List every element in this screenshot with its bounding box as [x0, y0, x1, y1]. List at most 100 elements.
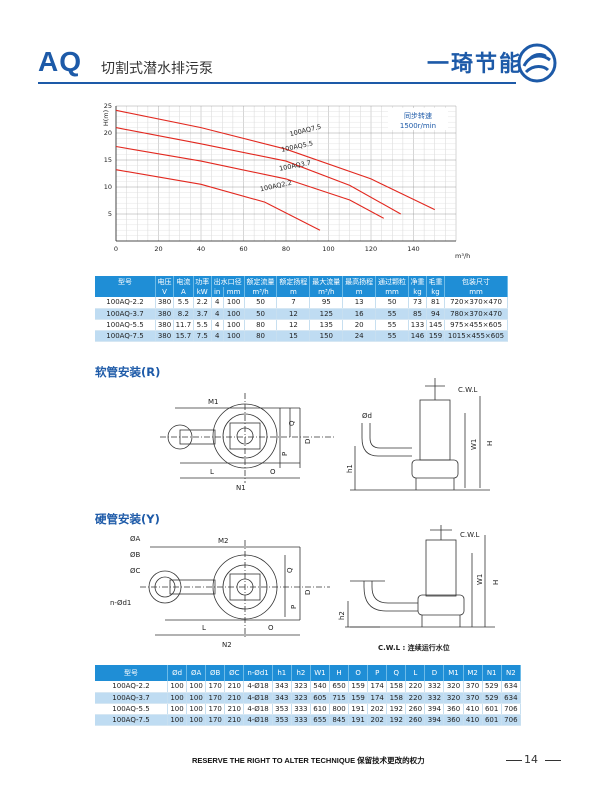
- col-header: M2: [463, 665, 483, 681]
- table-cell: 158: [386, 681, 407, 693]
- table-cell: 174: [367, 692, 388, 704]
- table-cell: 202: [367, 714, 388, 726]
- dimension-label: O: [268, 624, 274, 632]
- unit-header: V: [155, 287, 175, 297]
- table-cell: 146: [408, 330, 428, 342]
- y-tick-label: 5: [108, 210, 112, 218]
- dimension-label: h1: [346, 464, 354, 473]
- table-cell: 7.5: [193, 330, 212, 342]
- table-cell: 220: [405, 681, 426, 693]
- table-cell: 133: [408, 319, 428, 331]
- table-cell: 380: [155, 330, 175, 342]
- table-cell: 540: [310, 681, 331, 693]
- table-cell: 394: [424, 703, 445, 715]
- col-header: 毛重: [426, 276, 446, 287]
- col-header: 额定流量: [244, 276, 278, 287]
- series-line: [115, 109, 435, 211]
- table-cell: 975×455×605: [444, 319, 508, 331]
- table-cell: 845: [329, 714, 350, 726]
- table-cell: 380: [155, 308, 175, 320]
- table-cell: 601: [482, 714, 502, 726]
- table-cell: 13: [342, 297, 377, 309]
- table-cell: 135: [309, 319, 344, 331]
- table-cell: 370: [463, 681, 483, 693]
- section-title-r: 软管安装(R): [95, 365, 161, 379]
- table-cell: 81: [426, 297, 446, 309]
- table-cell: 210: [224, 692, 245, 704]
- table-cell: 170: [205, 681, 226, 693]
- series-line: [115, 169, 321, 231]
- dimension-label: ØB: [130, 551, 141, 559]
- dimension-label: W1: [470, 439, 478, 450]
- table-cell: 100AQ-5.5: [95, 319, 156, 331]
- table-cell: 394: [424, 714, 445, 726]
- cwl-note: C.W.L : 连续运行水位: [378, 643, 450, 652]
- header-code: AQ: [38, 46, 82, 77]
- table-cell: 360: [443, 714, 464, 726]
- dimension-label: H: [492, 580, 500, 585]
- table-cell: 73: [408, 297, 428, 309]
- unit-header: mm: [375, 287, 409, 297]
- table-cell: 4: [211, 308, 224, 320]
- x-tick-label: 120: [365, 245, 377, 253]
- table-cell: 715: [329, 692, 350, 704]
- table-cell: 159: [348, 681, 369, 693]
- table-cell: 8.2: [173, 308, 194, 320]
- section-title-y: 硬管安装(Y): [95, 512, 160, 526]
- table-cell: 50: [244, 297, 278, 309]
- col-header: 功率: [193, 276, 212, 287]
- table-cell: 332: [424, 681, 445, 693]
- table-cell: 4-Ø18: [243, 714, 273, 726]
- dimension-label: N2: [222, 641, 232, 649]
- table-cell: 410: [463, 703, 483, 715]
- series-line: [115, 145, 385, 219]
- table-cell: 655: [310, 714, 331, 726]
- table-cell: 634: [501, 681, 522, 693]
- table-cell: 706: [501, 703, 522, 715]
- col-header: M1: [443, 665, 464, 681]
- dimension-label: ØC: [130, 567, 141, 575]
- x-tick-label: 80: [282, 245, 290, 253]
- table-cell: 100AQ-2.2: [95, 681, 168, 693]
- table-cell: 12: [276, 308, 311, 320]
- table-cell: 100: [223, 319, 245, 331]
- table-cell: 159: [426, 330, 446, 342]
- dimension-label: h2: [338, 611, 346, 620]
- table-cell: 353: [272, 714, 292, 726]
- col-header: 电流: [173, 276, 194, 287]
- table-cell: 4: [211, 319, 224, 331]
- table-cell: 12: [276, 319, 311, 331]
- unit-header: kW: [193, 287, 212, 297]
- table-cell: 5.5: [193, 319, 212, 331]
- table-cell: 410: [463, 714, 483, 726]
- footer-rule-left: [506, 760, 522, 761]
- y-tick-label: 10: [104, 183, 112, 191]
- table-cell: 380: [155, 319, 175, 331]
- chart-annotation-line2: 1500r/min: [400, 122, 436, 130]
- table-cell: 158: [386, 692, 407, 704]
- table-cell: 210: [224, 714, 245, 726]
- table-cell: 100: [167, 714, 188, 726]
- col-header: W1: [310, 665, 331, 681]
- table-cell: 650: [329, 681, 350, 693]
- table-cell: 150: [309, 330, 344, 342]
- col-header: 通过颗粒: [375, 276, 409, 287]
- table-cell: 260: [405, 714, 426, 726]
- table-cell: 55: [375, 308, 409, 320]
- col-header: h2: [291, 665, 311, 681]
- dimension-label: H: [486, 441, 494, 446]
- col-header: 电压: [155, 276, 175, 287]
- unit-header: kg: [426, 287, 446, 297]
- table-cell: 191: [348, 703, 369, 715]
- table-cell: 192: [386, 703, 407, 715]
- spec-table-header-row1: 型号 电压 电流 功率 出水口径 额定流量 额定扬程 最大流量 最高扬程 通过颗…: [95, 276, 508, 287]
- table-cell: 100AQ-7.5: [95, 714, 168, 726]
- col-header: h1: [272, 665, 292, 681]
